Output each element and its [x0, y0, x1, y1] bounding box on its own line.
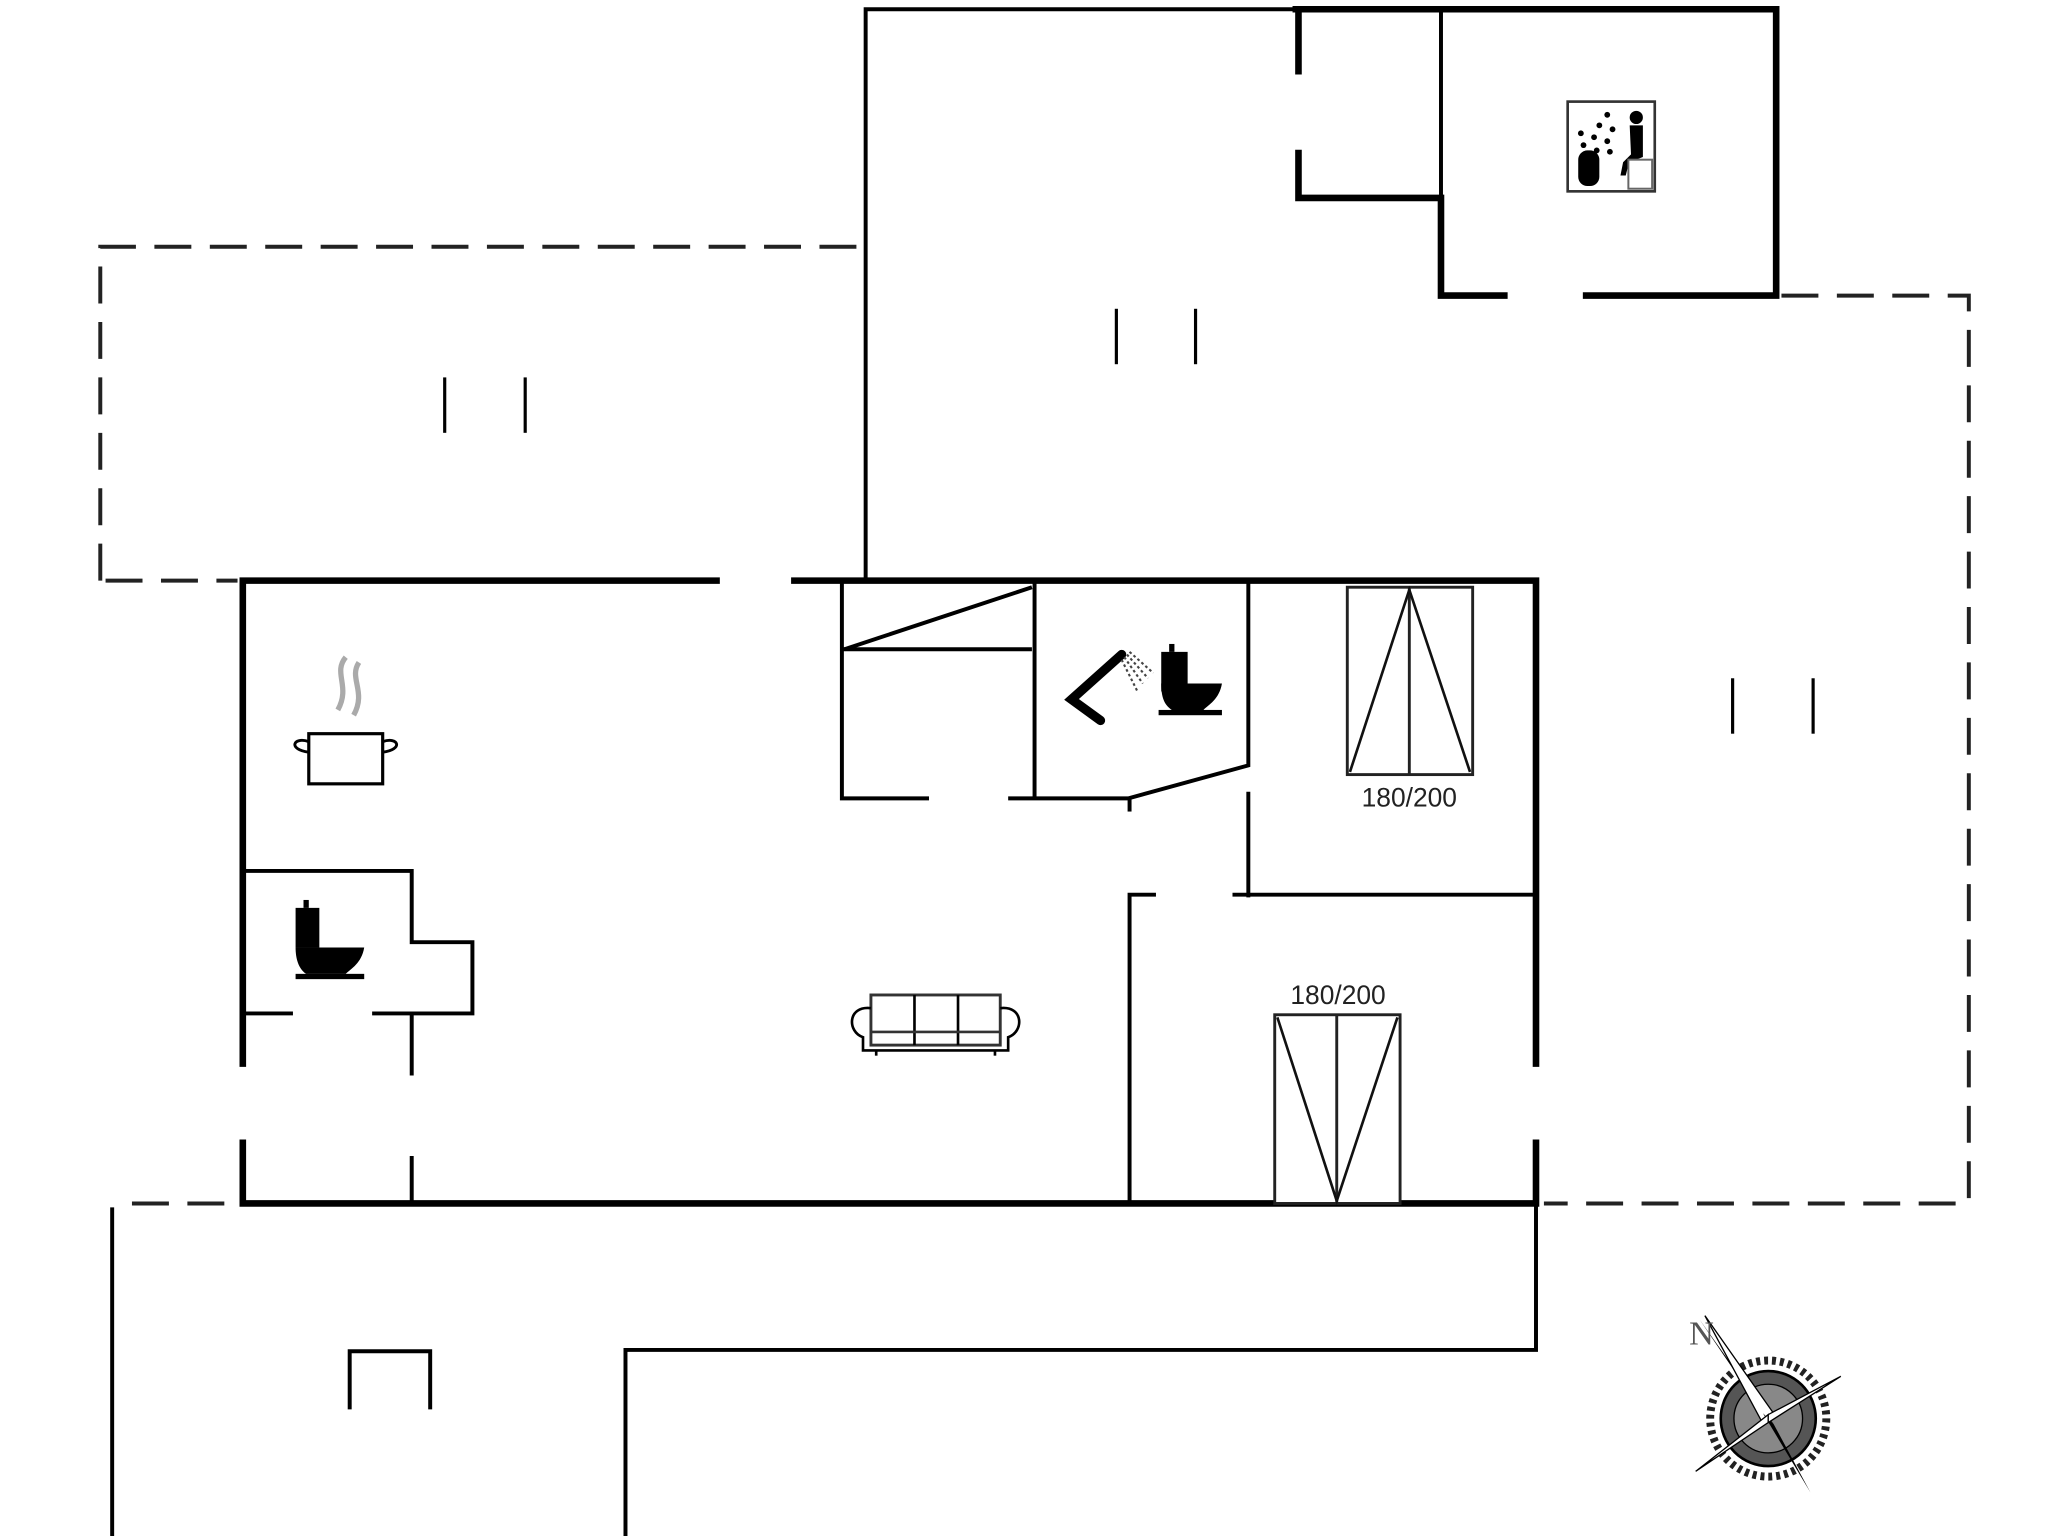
- cooking-pot-icon: [293, 655, 398, 786]
- compass-north-label: N: [1689, 1315, 1714, 1353]
- bed-size-label: 180/200: [1362, 782, 1457, 812]
- sauna-room: [1292, 5, 1780, 299]
- sauna-icon: [1566, 100, 1657, 193]
- main-house-walls: [239, 577, 1540, 1207]
- toilet-icon: [295, 899, 365, 980]
- compass-icon: N: [1689, 1315, 1842, 1493]
- terrace-west: [98, 244, 858, 583]
- interior-walls: [242, 580, 1536, 1204]
- double-bed-icon: 180/200: [1273, 980, 1402, 1206]
- north-terrace: [863, 7, 1296, 581]
- bed-size-label: 180/200: [1290, 980, 1385, 1010]
- terrace-east: [1543, 293, 1971, 1206]
- toilet-icon: [1158, 643, 1222, 716]
- sofa-icon: [850, 993, 1021, 1056]
- south-annex: [110, 1203, 1538, 1536]
- shower-icon: [1064, 649, 1155, 726]
- double-bed-icon: 180/200: [1345, 585, 1475, 812]
